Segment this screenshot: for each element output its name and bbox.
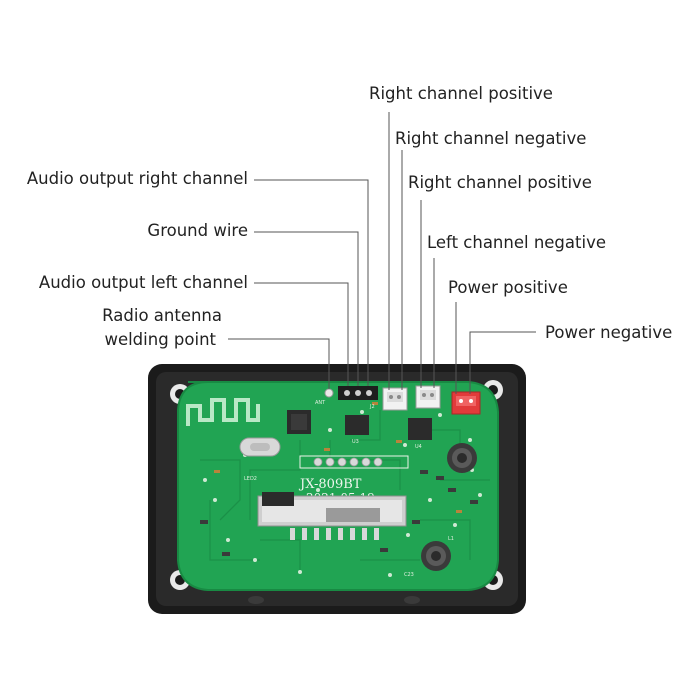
board-model: JX-809BT (298, 477, 362, 492)
smd-parts (200, 470, 478, 556)
label-power-negative: Power negative (545, 323, 672, 342)
left-speaker-connector (415, 385, 441, 409)
label-right-positive-top: Right channel positive (369, 84, 553, 103)
leader-antenna (228, 338, 330, 389)
label-antenna-line2: welding point (104, 330, 216, 349)
leader-audio-out-right (254, 179, 369, 386)
bottom-solder (248, 596, 420, 604)
pad-row (313, 457, 383, 467)
crystal (239, 437, 281, 457)
inductor-bottom: L1 (421, 536, 454, 571)
power-connector (451, 391, 481, 415)
silk-ant: ANT (315, 400, 326, 406)
inductor-top (447, 443, 477, 473)
leader-lines (228, 112, 536, 394)
label-right-negative: Right channel negative (395, 129, 586, 148)
label-power-positive: Power positive (448, 278, 568, 297)
pcb-board: U3 U4 JX-809BT 2021.05.19 LED2 (177, 381, 499, 604)
leader-audio-out-left (254, 282, 349, 386)
antenna-trace (186, 398, 260, 426)
silk-u3: U3 (352, 439, 359, 445)
sd-card-pins (290, 528, 379, 540)
right-speaker-connector (382, 387, 408, 411)
sd-card-slot (257, 492, 407, 527)
silk-j2: J2 (369, 404, 375, 410)
silk-c23: C23 (404, 572, 414, 578)
pad-outline (299, 455, 409, 469)
silk-led2: LED2 (244, 476, 257, 482)
leader-power-negative (469, 331, 536, 394)
leader-ground-wire (254, 231, 359, 386)
label-left-negative: Left channel negative (427, 233, 606, 252)
label-audio-out-right: Audio output right channel (27, 169, 248, 188)
chip-u4: U4 (408, 418, 432, 450)
silk-u4: U4 (415, 444, 422, 450)
label-antenna-line1: Radio antenna (102, 306, 222, 325)
via-dots (203, 410, 482, 577)
audio-output-header: J2 (338, 386, 378, 410)
label-right-positive: Right channel positive (408, 173, 592, 192)
silk-l1: L1 (448, 536, 454, 542)
labels: Right channel positive Right channel neg… (27, 84, 672, 349)
chip-u3: U3 (345, 415, 369, 445)
bt-chip (287, 410, 311, 434)
label-audio-out-left: Audio output left channel (39, 273, 248, 292)
smd-caps (214, 402, 462, 513)
label-ground-wire: Ground wire (147, 221, 248, 240)
